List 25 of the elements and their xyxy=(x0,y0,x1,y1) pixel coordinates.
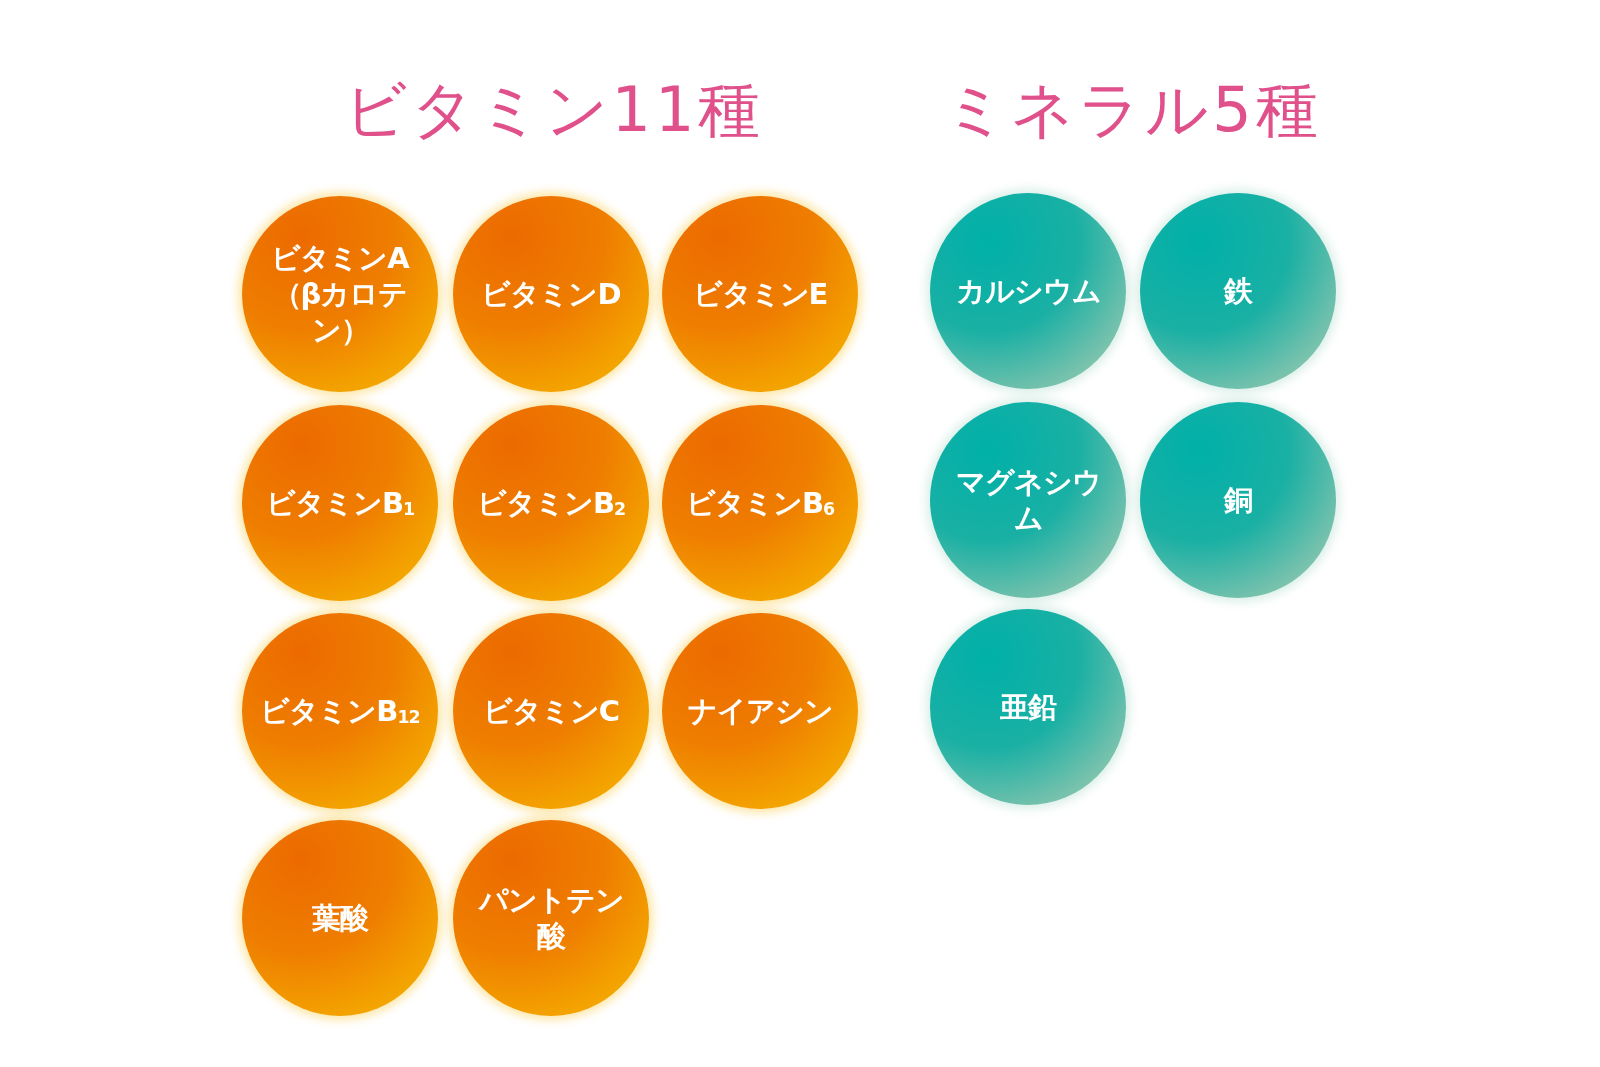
nutrient-circle xyxy=(453,405,649,601)
nutrient-circle xyxy=(242,820,438,1016)
nutrient-name: ビタミンA（βカロテン） xyxy=(270,239,411,349)
nutrient-name: カルシウム xyxy=(954,272,1102,310)
nutrient-circle xyxy=(453,820,649,1016)
nutrient-name: マグネシウム xyxy=(954,463,1102,537)
nutrient-circle xyxy=(242,196,438,392)
group-heading: ミネラル5種 xyxy=(944,72,1322,148)
nutrient-name: 葉酸 xyxy=(311,899,370,937)
group-heading: ビタミン11種 xyxy=(343,72,765,148)
nutrient-circle xyxy=(242,405,438,601)
nutrient-name: ビタミンD xyxy=(480,275,622,313)
nutrient-name: ビタミンE xyxy=(691,275,829,313)
nutrient-circle xyxy=(242,613,438,809)
nutrient-circle xyxy=(662,613,858,809)
nutrient-name: 銅 xyxy=(1222,481,1253,519)
nutrient-name: ビタミンC xyxy=(481,692,621,730)
nutrient-circle xyxy=(662,196,858,392)
nutrient-name: 鉄 xyxy=(1222,272,1254,310)
nutrient-name: パントテン酸 xyxy=(477,881,625,955)
nutrient-name: 亜鉛 xyxy=(999,688,1058,726)
nutrient-name: ナイアシン xyxy=(686,692,834,730)
nutrient-circle xyxy=(453,613,649,809)
nutrient-circle xyxy=(662,405,858,601)
nutrient-circle xyxy=(453,196,649,392)
